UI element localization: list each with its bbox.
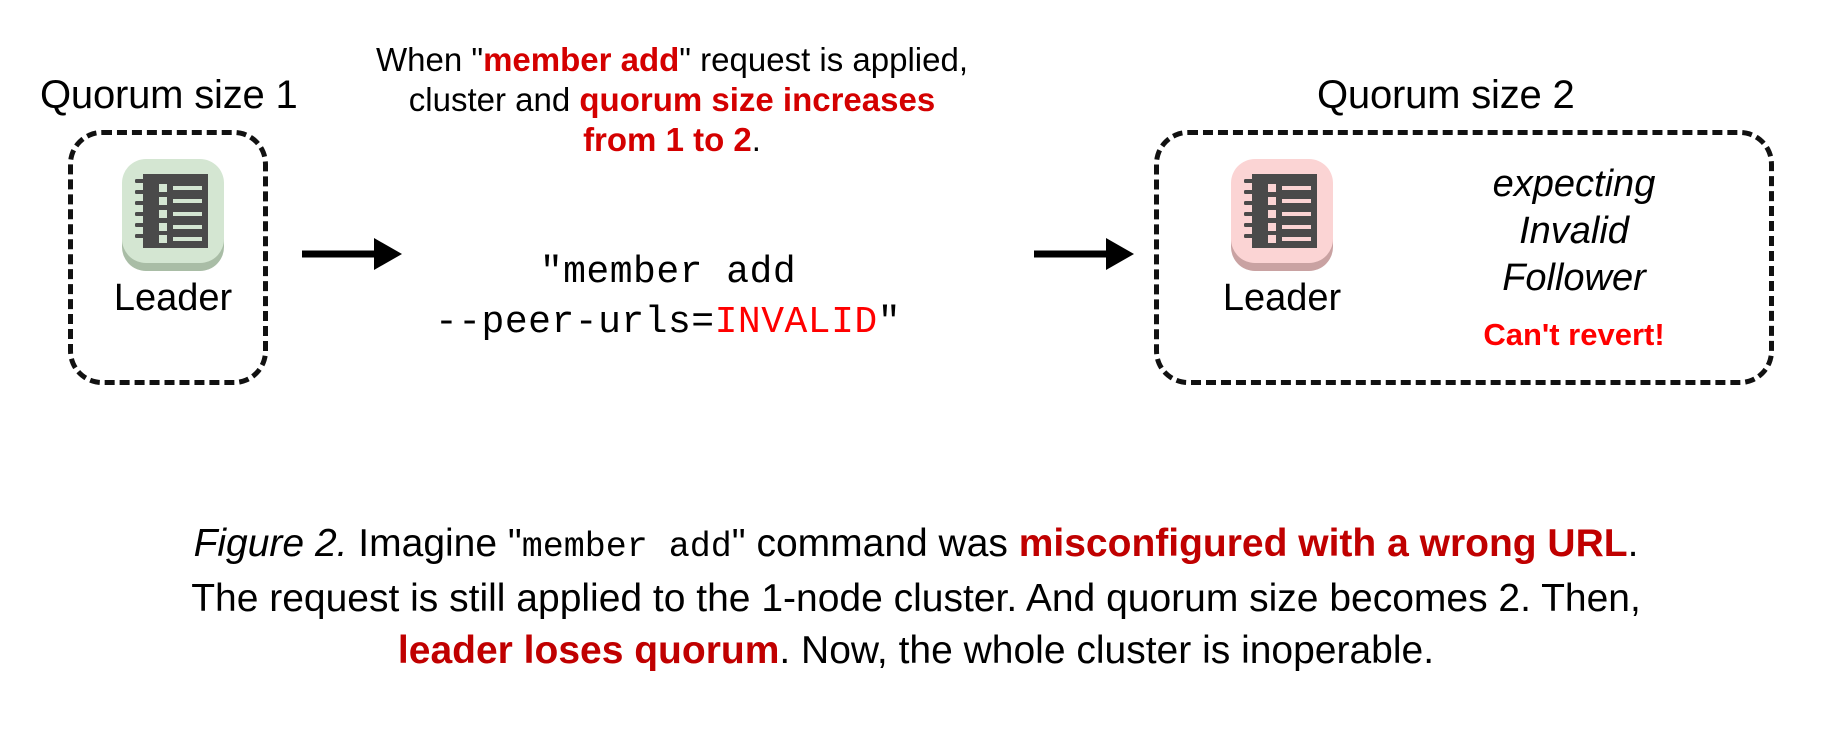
caption-period-1: .: [1627, 522, 1639, 565]
caption-figure-label: Figure 2.: [193, 522, 348, 565]
arrow-right-icon: [302, 238, 402, 270]
ledger-glyph: [135, 174, 208, 248]
caption-misconfigured-emphasis: misconfigured with a wrong URL: [1018, 522, 1628, 565]
left-cluster-title: Quorum size 1: [40, 73, 298, 117]
top-note-period: .: [751, 121, 761, 158]
top-note-range-emphasis: from 1 to 2: [583, 121, 752, 158]
left-node-label: Leader: [113, 277, 233, 319]
left-leader-node: Leader: [98, 157, 248, 319]
command-close-quote: ": [877, 301, 902, 344]
note-line-follower: Follower: [1502, 257, 1646, 299]
top-note-quorum-emphasis: quorum size increases: [579, 81, 936, 118]
top-note-line-2: cluster and quorum size increases: [352, 80, 992, 120]
caption-command-mono: member add: [521, 527, 732, 567]
top-note-text-applied: " request is applied,: [679, 41, 969, 78]
right-cluster-note: expecting Invalid Follower Can't revert!: [1409, 161, 1739, 352]
ledger-icon: [118, 157, 228, 273]
command-flag: --peer-urls=: [434, 301, 715, 344]
top-note-text-when: When ": [375, 41, 484, 78]
caption-line-3: leader loses quorum. Now, the whole clus…: [0, 625, 1832, 677]
command-text-block: "member add --peer-urls=INVALID": [428, 248, 908, 348]
ledger-icon: [1227, 157, 1337, 273]
note-line-invalid: Invalid: [1519, 210, 1629, 252]
caption-text-inoperable: . Now, the whole cluster is inoperable.: [779, 629, 1435, 672]
left-cluster-box: Leader: [68, 130, 268, 385]
figure-caption: Figure 2. Imagine "member add" command w…: [0, 518, 1832, 677]
note-line-expecting: expecting: [1492, 163, 1656, 205]
caption-text-command-was: " command was: [731, 522, 1019, 565]
command-line-2: --peer-urls=INVALID": [428, 298, 908, 348]
arrow-right-icon: [1034, 238, 1134, 270]
top-note-command-emphasis: member add: [483, 41, 680, 78]
command-line-1: "member add: [539, 251, 797, 294]
right-node-label: Leader: [1222, 277, 1342, 319]
top-note-text-cluster: cluster and: [408, 81, 580, 118]
top-explanation-note: When "member add" request is applied, cl…: [352, 40, 992, 160]
right-cluster-box: Leader expecting Invalid Follower Can't …: [1154, 130, 1774, 385]
caption-leader-loses-quorum-emphasis: leader loses quorum: [397, 629, 780, 672]
top-note-line-3: from 1 to 2.: [352, 120, 992, 160]
right-leader-node: Leader: [1207, 157, 1357, 319]
caption-line-2: The request is still applied to the 1-no…: [191, 577, 1641, 620]
top-note-line-1: When "member add" request is applied,: [352, 40, 992, 80]
ledger-glyph: [1244, 174, 1317, 248]
caption-text-imagine: Imagine ": [347, 522, 522, 565]
cant-revert-warning: Can't revert!: [1483, 317, 1665, 352]
command-invalid-value: INVALID: [714, 301, 878, 344]
caption-line-1: Figure 2. Imagine "member add" command w…: [0, 518, 1832, 573]
right-cluster-title: Quorum size 2: [1317, 73, 1575, 117]
